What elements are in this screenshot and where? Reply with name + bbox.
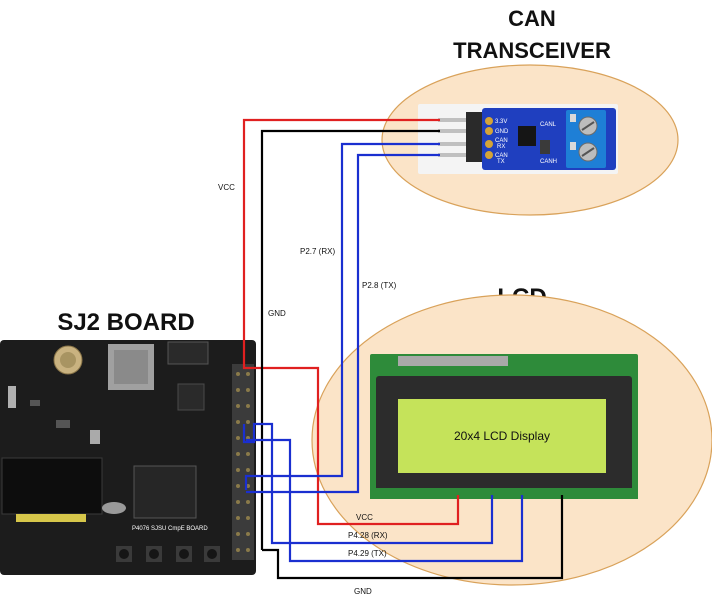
pin-label-3v3: 3.3V xyxy=(495,119,507,125)
pin-label-canrx-1: CAN xyxy=(495,138,508,144)
board-title: SJ2 BOARD xyxy=(57,309,194,336)
pin-label-gnd: GND xyxy=(495,129,509,135)
lcd-gnd-wire xyxy=(262,495,564,580)
label-can-rx: P2.7 (RX) xyxy=(300,247,335,256)
terminal-label-canh: CANH xyxy=(540,159,557,165)
oled-screen xyxy=(1,457,103,515)
can-transceiver-module: 3.3V GND CAN RX CAN TX CANL CANH xyxy=(418,104,618,174)
can-title-line2: TRANSCEIVER xyxy=(453,38,611,63)
can-chip xyxy=(518,126,536,146)
lcd-wires xyxy=(242,422,524,563)
lcd-header-pins xyxy=(398,356,508,366)
lcd-tx-wire xyxy=(246,438,524,563)
lcd-screen-text: 20x4 LCD Display xyxy=(454,429,550,443)
terminal-label-canl: CANL xyxy=(540,122,557,128)
can-title-line1: CAN xyxy=(508,6,556,31)
pin-label-canrx-2: RX xyxy=(497,144,505,150)
lcd-screen xyxy=(398,399,606,473)
can-rx-wire xyxy=(244,142,440,490)
lcd-rx-wire xyxy=(242,422,494,545)
label-can-tx: P2.8 (TX) xyxy=(362,281,397,290)
label-lcd-gnd: GND xyxy=(354,587,372,596)
pin-label-cantx-1: CAN xyxy=(495,153,508,159)
board-silkscreen: P4076 SJSU CmpE BOARD xyxy=(132,526,208,532)
label-can-vcc: VCC xyxy=(218,183,235,192)
can-gnd-wire xyxy=(260,129,440,550)
can-wires xyxy=(242,118,564,580)
sj2-board: P4076 SJSU CmpE BOARD xyxy=(0,340,256,575)
pin-label-cantx-2: TX xyxy=(497,159,505,165)
can-tx-wire xyxy=(246,153,440,494)
label-lcd-tx: P4.29 (TX) xyxy=(348,549,387,558)
can-header-pins xyxy=(438,112,488,162)
label-lcd-rx: P4.28 (RX) xyxy=(348,531,388,540)
label-can-gnd: GND xyxy=(268,309,286,318)
lcd-display: 20x4 LCD Display xyxy=(370,354,638,499)
vcc-wire xyxy=(242,118,460,526)
mcu-chip xyxy=(133,465,197,519)
label-lcd-vcc: VCC xyxy=(356,513,373,522)
board-header-strip xyxy=(232,364,254,560)
